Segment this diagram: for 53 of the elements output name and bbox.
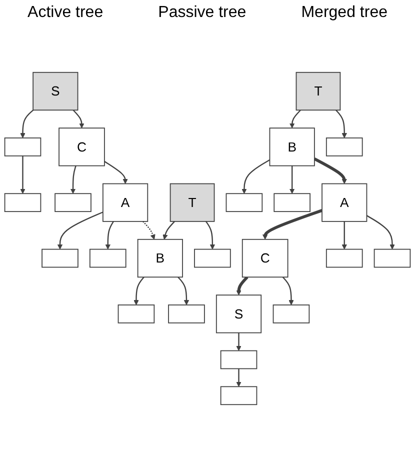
arrow bbox=[366, 215, 395, 250]
arrow bbox=[289, 166, 295, 194]
node-box: T bbox=[296, 72, 341, 111]
arrow bbox=[314, 158, 347, 184]
node-box bbox=[54, 193, 92, 212]
node-box bbox=[272, 304, 310, 324]
arrow bbox=[105, 221, 114, 250]
arrow bbox=[104, 160, 128, 184]
arrow bbox=[72, 110, 84, 128]
arrow bbox=[20, 110, 34, 138]
arrow bbox=[289, 110, 301, 128]
node-box bbox=[168, 304, 205, 324]
arrow bbox=[262, 209, 322, 240]
node-box bbox=[374, 248, 411, 268]
arrow bbox=[236, 332, 242, 351]
arrow bbox=[342, 221, 347, 250]
arrow bbox=[20, 156, 26, 194]
node-box: T bbox=[170, 183, 215, 222]
node-box bbox=[194, 248, 231, 268]
node-box bbox=[89, 248, 126, 268]
node-box: S bbox=[32, 72, 78, 111]
node-box: S bbox=[216, 294, 262, 334]
arrow bbox=[178, 276, 190, 306]
node-box bbox=[326, 248, 363, 268]
node-box bbox=[118, 304, 155, 324]
arrow bbox=[205, 221, 216, 250]
arrow bbox=[282, 276, 294, 306]
arrow bbox=[336, 110, 347, 138]
tree-heading: Merged tree bbox=[301, 4, 388, 22]
arrow bbox=[236, 368, 242, 387]
arrow bbox=[236, 276, 248, 296]
node-box: C bbox=[58, 128, 105, 166]
node-box bbox=[326, 138, 363, 156]
node-box bbox=[4, 138, 42, 156]
tree-heading: Passive tree bbox=[158, 4, 246, 22]
node-box: B bbox=[269, 128, 315, 166]
node-box: A bbox=[102, 183, 148, 222]
node-box: B bbox=[137, 238, 183, 278]
node-box bbox=[42, 248, 78, 268]
arrow bbox=[162, 221, 176, 240]
node-box bbox=[274, 193, 310, 212]
node-box bbox=[220, 386, 258, 406]
node-box bbox=[4, 193, 42, 212]
arrow bbox=[242, 159, 270, 194]
arrow bbox=[57, 212, 104, 250]
tree-heading: Active tree bbox=[28, 4, 104, 22]
node-box bbox=[226, 193, 263, 212]
node-box: C bbox=[242, 238, 288, 278]
arrow bbox=[142, 221, 156, 240]
node-box: A bbox=[322, 183, 368, 222]
arrow bbox=[70, 166, 76, 194]
arrow bbox=[134, 276, 144, 306]
node-box bbox=[220, 350, 258, 370]
